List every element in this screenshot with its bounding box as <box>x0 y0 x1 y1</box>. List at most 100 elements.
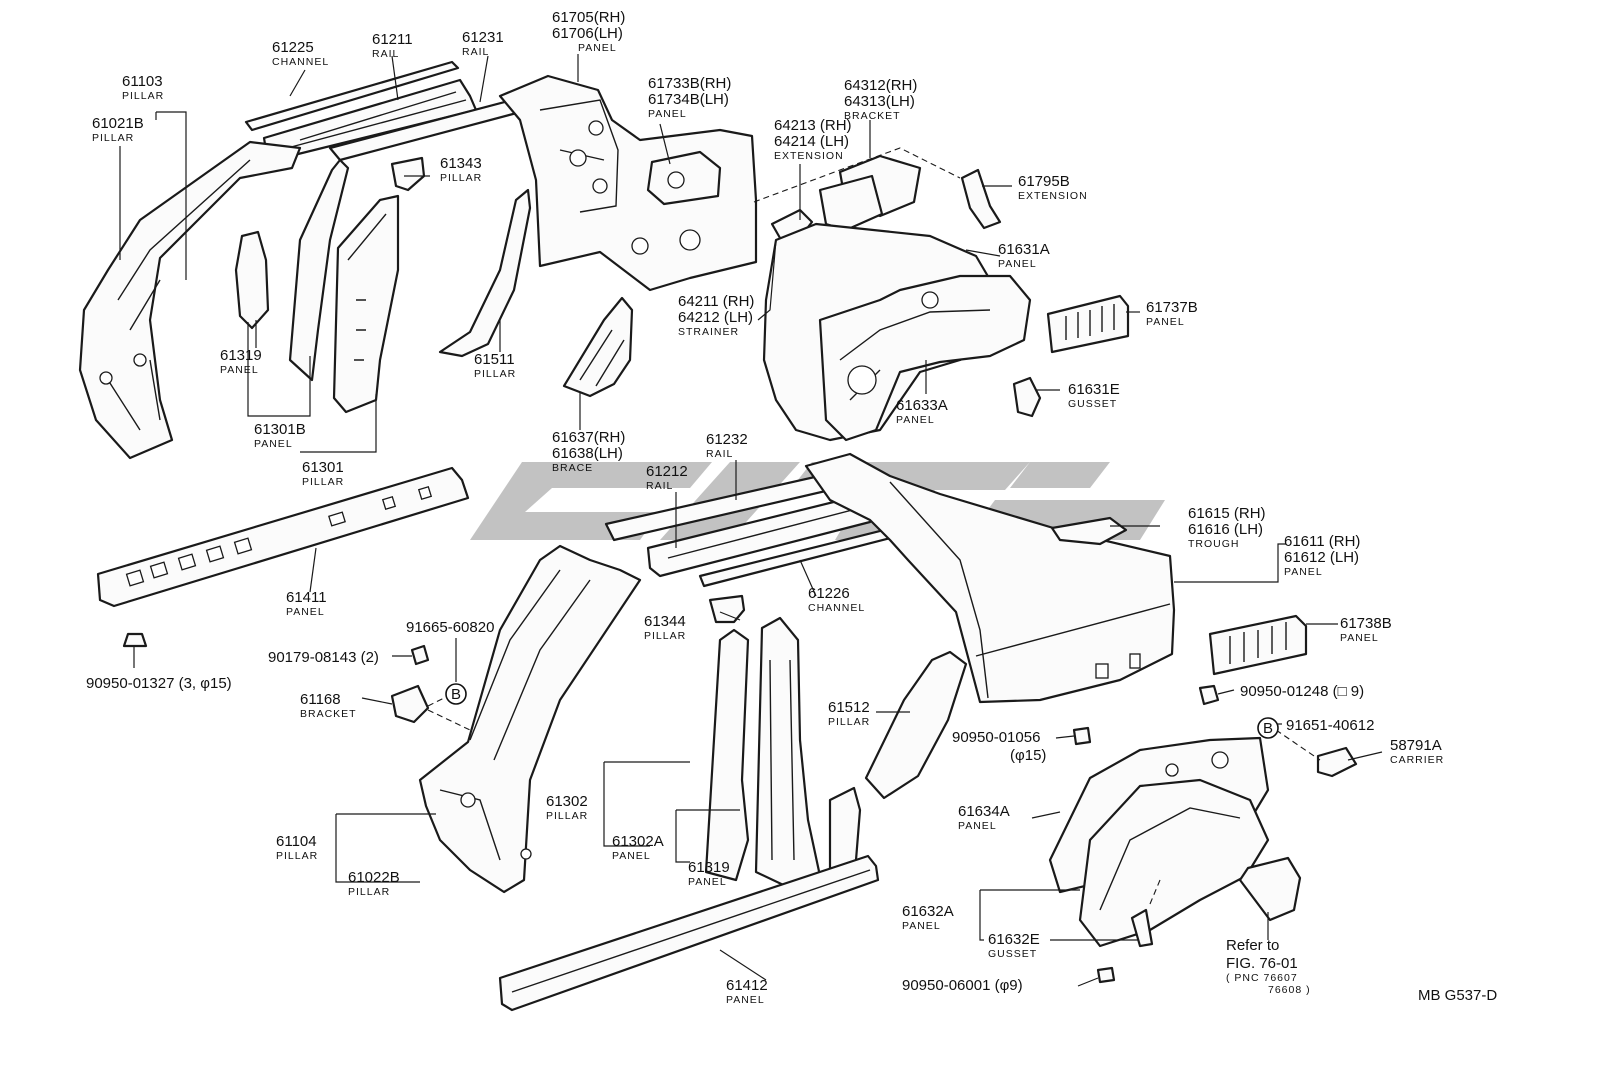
svg-text:PANEL: PANEL <box>612 850 651 862</box>
svg-text:61211: 61211 <box>372 31 413 48</box>
svg-text:PILLAR: PILLAR <box>92 132 134 144</box>
part-61512-pillar <box>864 650 968 800</box>
part-61343-pillar <box>390 156 426 192</box>
svg-text:61738B: 61738B <box>1340 615 1392 632</box>
svg-text:61795B: 61795B <box>1018 173 1070 190</box>
label-91665-60820: 91665-60820 <box>406 619 494 636</box>
svg-text:64213 (RH): 64213 (RH) <box>774 117 852 134</box>
svg-text:RAIL: RAIL <box>706 448 733 460</box>
svg-text:PILLAR: PILLAR <box>644 630 686 642</box>
svg-text:76608 ): 76608 ) <box>1268 984 1311 996</box>
svg-text:61631A: 61631A <box>998 241 1050 258</box>
svg-text:64214 (LH): 64214 (LH) <box>774 133 849 150</box>
svg-text:PILLAR: PILLAR <box>276 850 318 862</box>
clip-90179-08143 <box>410 644 430 666</box>
svg-text:FIG. 76-01: FIG. 76-01 <box>1226 955 1298 972</box>
svg-text:PANEL: PANEL <box>1340 632 1379 644</box>
part-61301-pillar <box>332 194 400 414</box>
svg-text:B: B <box>1263 720 1273 737</box>
label-64213: 64213 (RH)64214 (LH)EXTENSION <box>774 117 852 162</box>
svg-text:PANEL: PANEL <box>578 42 617 54</box>
part-61411-panel <box>96 466 470 608</box>
svg-text:PILLAR: PILLAR <box>440 172 482 184</box>
svg-text:GUSSET: GUSSET <box>1068 398 1117 410</box>
svg-text:61733B(RH): 61733B(RH) <box>648 75 731 92</box>
part-61301b-panel <box>288 158 350 382</box>
plug-90950-01056 <box>1072 726 1092 746</box>
svg-text:61616 (LH): 61616 (LH) <box>1188 521 1263 538</box>
svg-text:PANEL: PANEL <box>1284 566 1323 578</box>
svg-text:CHANNEL: CHANNEL <box>808 602 865 614</box>
label-90179-08143: 90179-08143 (2) <box>268 649 379 666</box>
svg-text:61226: 61226 <box>808 585 850 602</box>
svg-text:61615 (RH): 61615 (RH) <box>1188 505 1266 522</box>
part-61633a-panel <box>818 274 1032 442</box>
part-64213-extension <box>818 174 884 232</box>
svg-text:90179-08143 (2): 90179-08143 (2) <box>268 649 379 666</box>
part-61795b-extension <box>960 168 1002 230</box>
svg-text:64212 (LH): 64212 (LH) <box>678 309 753 326</box>
svg-text:58791A: 58791A <box>1390 737 1442 754</box>
plug-90950-06001 <box>1096 966 1116 984</box>
svg-text:90950-06001 (φ9): 90950-06001 (φ9) <box>902 977 1023 994</box>
svg-text:PILLAR: PILLAR <box>302 476 344 488</box>
svg-text:61632E: 61632E <box>988 931 1040 948</box>
svg-text:61737B: 61737B <box>1146 299 1198 316</box>
svg-text:61225: 61225 <box>272 39 314 56</box>
svg-text:PANEL: PANEL <box>688 876 727 888</box>
svg-text:( PNC 76607: ( PNC 76607 <box>1226 972 1298 984</box>
label-64211: 64211 (RH)64212 (LH)STRAINER <box>678 293 754 338</box>
svg-text:PILLAR: PILLAR <box>474 368 516 380</box>
label-90950-06001: 90950-06001 (φ9) <box>902 977 1023 994</box>
part-61737b-panel <box>1046 294 1130 354</box>
part-61611-panel <box>804 452 1176 704</box>
label-61705: 61705(RH)61706(LH)PANEL <box>552 9 625 54</box>
part-mudguard-ref <box>1238 856 1302 922</box>
svg-text:B: B <box>451 686 461 703</box>
svg-text:TROUGH: TROUGH <box>1188 538 1240 550</box>
svg-text:PILLAR: PILLAR <box>348 886 390 898</box>
svg-text:STRAINER: STRAINER <box>678 326 739 338</box>
svg-text:61734B(LH): 61734B(LH) <box>648 91 729 108</box>
svg-text:61212: 61212 <box>646 463 688 480</box>
svg-text:EXTENSION: EXTENSION <box>1018 190 1088 202</box>
part-61319-panel <box>234 230 270 330</box>
svg-text:61638(LH): 61638(LH) <box>552 445 623 462</box>
label-refer-fig-76-01: Refer to FIG. 76-01 ( PNC 76607 76608 ) <box>1226 937 1311 996</box>
part-61168-bracket <box>390 684 430 724</box>
svg-text:61232: 61232 <box>706 431 748 448</box>
svg-text:61302A: 61302A <box>612 833 664 850</box>
svg-text:PANEL: PANEL <box>648 108 687 120</box>
svg-text:PANEL: PANEL <box>726 994 765 1006</box>
part-61632e-gusset <box>1130 908 1154 948</box>
part-61344-pillar <box>708 594 746 624</box>
svg-text:61631E: 61631E <box>1068 381 1120 398</box>
svg-text:61632A: 61632A <box>902 903 954 920</box>
svg-text:61343: 61343 <box>440 155 482 172</box>
label-61611: 61611 (RH)61612 (LH)PANEL <box>1284 533 1360 578</box>
clip-90950-01327 <box>122 632 148 648</box>
svg-text:PILLAR: PILLAR <box>828 716 870 728</box>
label-64312: 64312(RH)64313(LH)BRACKET <box>844 77 917 122</box>
svg-text:90950-01056: 90950-01056 <box>952 729 1040 746</box>
callout-b-1: B <box>445 683 467 705</box>
svg-text:61301: 61301 <box>302 459 344 476</box>
